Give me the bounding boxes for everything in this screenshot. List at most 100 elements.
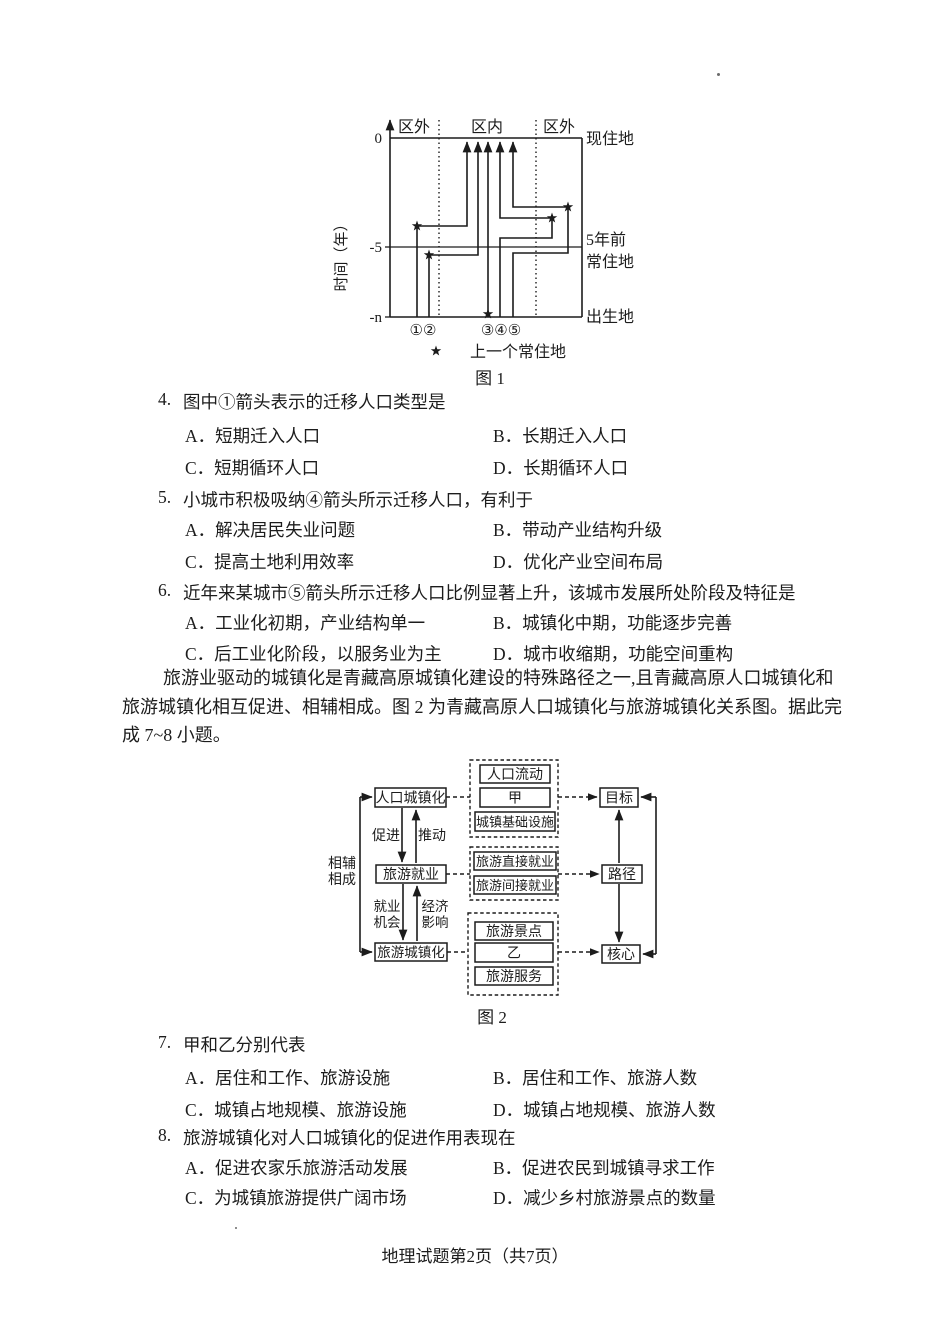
fig1-legend-star-icon (430, 345, 442, 356)
fig1-legend-text: 上一个常住地 (470, 343, 566, 361)
fig2-box-urban-infrastructure-label: 城镇基础设施 (476, 815, 554, 830)
fig2-box-goal-label: 目标 (605, 791, 633, 807)
fig1-caption: 图 1 (475, 369, 505, 388)
fig2-box-path-label: 路径 (608, 867, 636, 883)
fig1-arrow-2 (428, 141, 483, 317)
question-8-option-d: D．减少乡村旅游景点的数量 (493, 1188, 716, 1208)
fig2-box-urban-infrastructure (474, 811, 556, 832)
fig1-label-current-residence: 现住地 (586, 130, 634, 148)
fig1-zone-right: 区外 (543, 118, 575, 136)
fig2-box-tourism-urbanization (374, 942, 448, 962)
question-6: 6. 近年来某城市⑤箭头所示迁移人口比例显著上升，该城市发展所处阶段及特征是 (0, 580, 950, 606)
question-5-option-b: B．带动产业结构升级 (493, 520, 663, 540)
fig1-label-5yr-b: 常住地 (586, 253, 634, 271)
question-4: 4. 图中①箭头表示的迁移人口类型是 (0, 389, 950, 415)
fig2-label-yingxiang: 影响 (422, 915, 449, 930)
fig2-box-goal (599, 787, 639, 808)
question-5-option-a: A．解决居民失业问题 (185, 520, 356, 540)
page-footer: 地理试题第2页（共7页） (381, 1247, 569, 1266)
question-6-stem: 近年来某城市⑤箭头所示迁移人口比例显著上升，该城市发展所处阶段及特征是 (183, 583, 796, 603)
fig2-box-tourism-urbanization-label: 旅游城镇化 (377, 945, 445, 960)
fig1-y-axis-title: 时间（年） (333, 216, 350, 291)
fig2-box-indirect-employment-label: 旅游间接就业 (476, 878, 554, 893)
question-8-number: 8. (158, 1125, 172, 1145)
question-4-option-d: D．长期循环人口 (493, 458, 629, 478)
scan-speck (235, 1227, 237, 1229)
fig2-box-direct-employment-label: 旅游直接就业 (476, 854, 554, 869)
question-7-option-d: D．城镇占地规模、旅游人数 (493, 1100, 716, 1120)
fig2-box-direct-employment (473, 851, 557, 871)
question-6-number: 6. (158, 580, 172, 600)
fig2-box-core-label: 核心 (607, 947, 635, 963)
fig1-arrow-1 (416, 141, 472, 317)
fig1-label-5yr-a: 5年前 (586, 231, 626, 249)
fig1-arrows-345-label: ③④⑤ (481, 323, 521, 339)
question-6-option-a: A．工业化初期，产业结构单一 (185, 613, 426, 633)
fig2-label-jingji: 经济 (422, 899, 449, 914)
fig1-arrow-4 (495, 141, 553, 317)
question-7-option-a: A．居住和工作、旅游设施 (185, 1068, 391, 1088)
fig2-group2-frame (469, 846, 559, 901)
fig2-label-cujin: 促进 (372, 828, 400, 844)
fig2-box-tourist-attractions-label: 旅游景点 (486, 924, 542, 940)
scan-speck (717, 73, 720, 76)
fig2-box-population-urbanization-label: 人口城镇化 (376, 791, 446, 807)
question-8-stem: 旅游城镇化对人口城镇化的促进作用表现在 (183, 1128, 516, 1148)
fig1-tick-minusn: -n (370, 310, 383, 326)
question-4-number: 4. (158, 389, 172, 409)
figure1-migration-time-diagram: 0 -5 -n 区外 区内 区外 现住地 5年前 常住地 出生地 时间（年） ①… (333, 118, 634, 388)
question-8-option-c: C．为城镇旅游提供广阔市场 (185, 1188, 407, 1208)
fig2-label-jiuye: 就业 (374, 899, 401, 914)
question-8: 8. 旅游城镇化对人口城镇化的促进作用表现在 (0, 1125, 950, 1151)
fig2-group3-frame (467, 912, 559, 996)
fig2-label-jihui: 机会 (374, 915, 401, 930)
question-4-option-b: B．长期迁入人口 (493, 426, 628, 446)
question-8-option-b: B．促进农民到城镇寻求工作 (493, 1158, 715, 1178)
question-4-option-a: A．短期迁入人口 (185, 426, 321, 446)
fig2-box-jia-label: 甲 (508, 792, 522, 807)
question-5-number: 5. (158, 487, 172, 507)
fig1-label-birthplace: 出生地 (586, 308, 634, 326)
fig1-zone-left: 区外 (398, 118, 430, 136)
fig2-caption: 图 2 (477, 1008, 507, 1027)
fig2-box-tourism-employment (375, 864, 447, 884)
fig2-group1-frame (469, 759, 559, 838)
question-5-option-d: D．优化产业空间布局 (493, 552, 664, 572)
figure2-urbanization-relationship-diagram: 相辅 相成 促进 推动 就业 机会 经济 影响 人口城镇化 旅游就业 旅游城镇化 (328, 759, 657, 1027)
question-7-stem: 甲和乙分别代表 (183, 1035, 306, 1055)
intro-paragraph-line3: 成 7~8 小题。 (122, 725, 231, 745)
question-6-option-b: B．城镇化中期，功能逐步完善 (493, 613, 733, 633)
question-4-stem: 图中①箭头表示的迁移人口类型是 (183, 392, 446, 412)
question-7-option-b: B．居住和工作、旅游人数 (493, 1068, 698, 1088)
intro-paragraph-line1: 旅游业驱动的城镇化是青藏高原城镇化建设的特殊路径之一,且青藏高原人口城镇化和 (163, 668, 834, 688)
fig2-box-yi (474, 942, 554, 963)
fig2-label-tuidong: 推动 (418, 828, 446, 844)
fig1-tick-0: 0 (375, 131, 383, 147)
fig1-arrow-5 (508, 141, 569, 317)
question-8-option-a: A．促进农家乐旅游活动发展 (185, 1158, 408, 1178)
fig1-tick-minus5: -5 (370, 240, 383, 256)
question-5-stem: 小城市积极吸纳④箭头所示迁移人口，有利于 (183, 490, 533, 510)
fig2-box-tourism-services (474, 966, 554, 986)
intro-paragraph-line2: 旅游城镇化相互促进、相辅相成。图 2 为青藏高原人口城镇化与旅游城镇化关系图。据… (122, 697, 842, 717)
fig2-box-path (601, 864, 643, 884)
question-6-option-d: D．城市收缩期，功能空间重构 (493, 644, 734, 664)
question-7-option-c: C．城镇占地规模、旅游设施 (185, 1100, 407, 1120)
fig2-label-mutual-1: 相辅 (328, 856, 356, 872)
question-7: 7. 甲和乙分别代表 (0, 1032, 950, 1058)
fig2-box-yi-label: 乙 (507, 946, 521, 962)
fig2-box-tourism-services-label: 旅游服务 (486, 969, 542, 985)
fig2-box-population-flow (479, 764, 551, 784)
fig2-box-core (601, 944, 641, 964)
question-4-option-c: C．短期循环人口 (185, 458, 320, 478)
fig1-zone-mid: 区内 (471, 118, 503, 136)
fig2-box-tourism-employment-label: 旅游就业 (383, 867, 439, 883)
fig2-box-population-flow-label: 人口流动 (487, 767, 543, 783)
fig2-box-indirect-employment (473, 875, 557, 895)
question-6-option-c: C．后工业化阶段，以服务业为主 (185, 644, 442, 664)
fig1-arrows-12-label: ①② (410, 323, 437, 339)
question-5: 5. 小城市积极吸纳④箭头所示迁移人口，有利于 (0, 487, 950, 513)
question-7-number: 7. (158, 1032, 172, 1052)
fig2-box-tourist-attractions (474, 921, 554, 941)
